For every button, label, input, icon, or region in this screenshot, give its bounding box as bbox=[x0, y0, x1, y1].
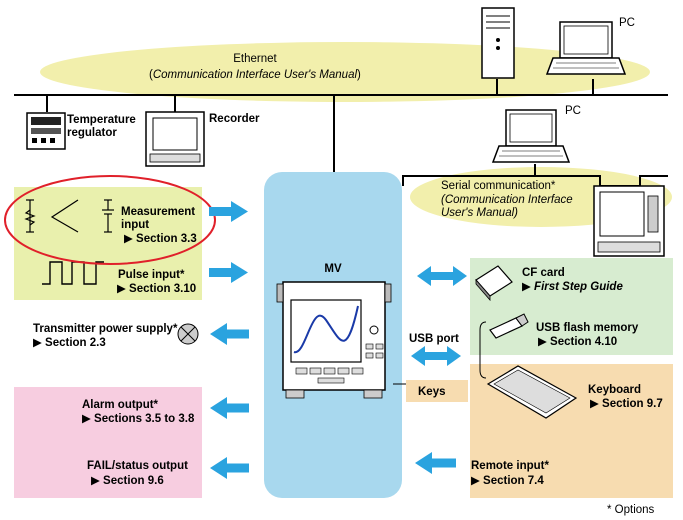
arrow-usb bbox=[411, 346, 461, 366]
lamp-icon bbox=[177, 323, 199, 345]
arrow-transmitter bbox=[210, 323, 249, 345]
pulse-input-ref: ▶ Section 3.10 bbox=[117, 283, 197, 295]
serial-title: Serial communication* bbox=[441, 180, 556, 192]
arrow-measurement bbox=[209, 201, 248, 222]
pc-top-label: PC bbox=[619, 17, 635, 29]
ethernet-manual: (Communication Interface User's Manual) bbox=[149, 68, 361, 82]
arrow-cf-card bbox=[417, 266, 467, 286]
temperature-regulator-label-2: regulator bbox=[67, 127, 117, 139]
outputs-panel bbox=[14, 387, 202, 498]
arrow-fail bbox=[210, 457, 249, 479]
serial-line bbox=[402, 164, 668, 187]
mv-label: MV bbox=[324, 263, 342, 275]
arrow-pulse bbox=[209, 262, 248, 283]
keys-label: Keys bbox=[418, 386, 446, 398]
measurement-input-label-2: input bbox=[121, 219, 150, 231]
pc-laptop-icon bbox=[545, 21, 627, 75]
usb-flash-icon bbox=[489, 313, 529, 339]
sensor-wiring-icon bbox=[24, 199, 114, 233]
arrow-alarm bbox=[210, 397, 249, 419]
ethernet-title: Ethernet bbox=[233, 53, 277, 65]
pc-serial-laptop-icon bbox=[491, 109, 571, 163]
serial-manual-1: (Communication Interface bbox=[441, 194, 573, 206]
keyboard-icon bbox=[486, 365, 578, 419]
mv-device-icon bbox=[276, 281, 392, 399]
keyboard-ref: ▶ Section 9.7 bbox=[590, 398, 663, 410]
temperature-regulator-label-1: Temperature bbox=[67, 114, 136, 126]
footnote-options: * Options bbox=[607, 504, 655, 516]
measurement-input-label-1: Measurement bbox=[121, 206, 196, 218]
remote-input-label: Remote input* bbox=[471, 460, 549, 472]
usb-bracket bbox=[479, 321, 487, 379]
pc-serial-label: PC bbox=[565, 105, 581, 117]
alarm-output-label: Alarm output* bbox=[82, 399, 159, 411]
ethernet-manual-open: ( bbox=[149, 69, 153, 81]
usb-flash-label: USB flash memory bbox=[536, 322, 639, 334]
pulse-input-label: Pulse input* bbox=[118, 269, 185, 281]
recorder-label: Recorder bbox=[209, 113, 260, 125]
measurement-input-ref: ▶ Section 3.3 bbox=[124, 233, 197, 245]
temperature-regulator-icon bbox=[26, 112, 66, 150]
cf-card-icon bbox=[475, 265, 513, 302]
transmitter-ref: ▶ Section 2.3 bbox=[33, 337, 106, 349]
fail-output-ref: ▶ Section 9.6 bbox=[91, 475, 164, 487]
usb-flash-ref: ▶ Section 4.10 bbox=[538, 336, 618, 348]
transmitter-label: Transmitter power supply* bbox=[33, 323, 178, 335]
usb-port-label: USB port bbox=[409, 333, 459, 345]
pc-tower-icon bbox=[481, 7, 515, 79]
keys-box bbox=[406, 380, 468, 402]
highlight-ring bbox=[4, 175, 216, 265]
remote-input-ref: ▶ Section 7.4 bbox=[471, 475, 544, 487]
arrow-remote bbox=[415, 452, 456, 474]
ethernet-manual-title: Communication Interface User's Manual bbox=[152, 69, 358, 81]
keyboard-label: Keyboard bbox=[588, 384, 642, 396]
fail-output-label: FAIL/status output bbox=[87, 460, 188, 472]
pulse-waveform-icon bbox=[42, 261, 104, 285]
recorder-icon bbox=[145, 111, 205, 167]
ethernet-manual-close: ) bbox=[357, 69, 361, 81]
serial-device-icon bbox=[593, 185, 665, 257]
alarm-output-ref: ▶ Sections 3.5 to 3.8 bbox=[82, 413, 195, 425]
cf-card-label: CF card bbox=[522, 267, 565, 279]
cf-card-ref: ▶ First Step Guide bbox=[522, 281, 623, 293]
serial-manual-2: User's Manual) bbox=[441, 207, 518, 219]
